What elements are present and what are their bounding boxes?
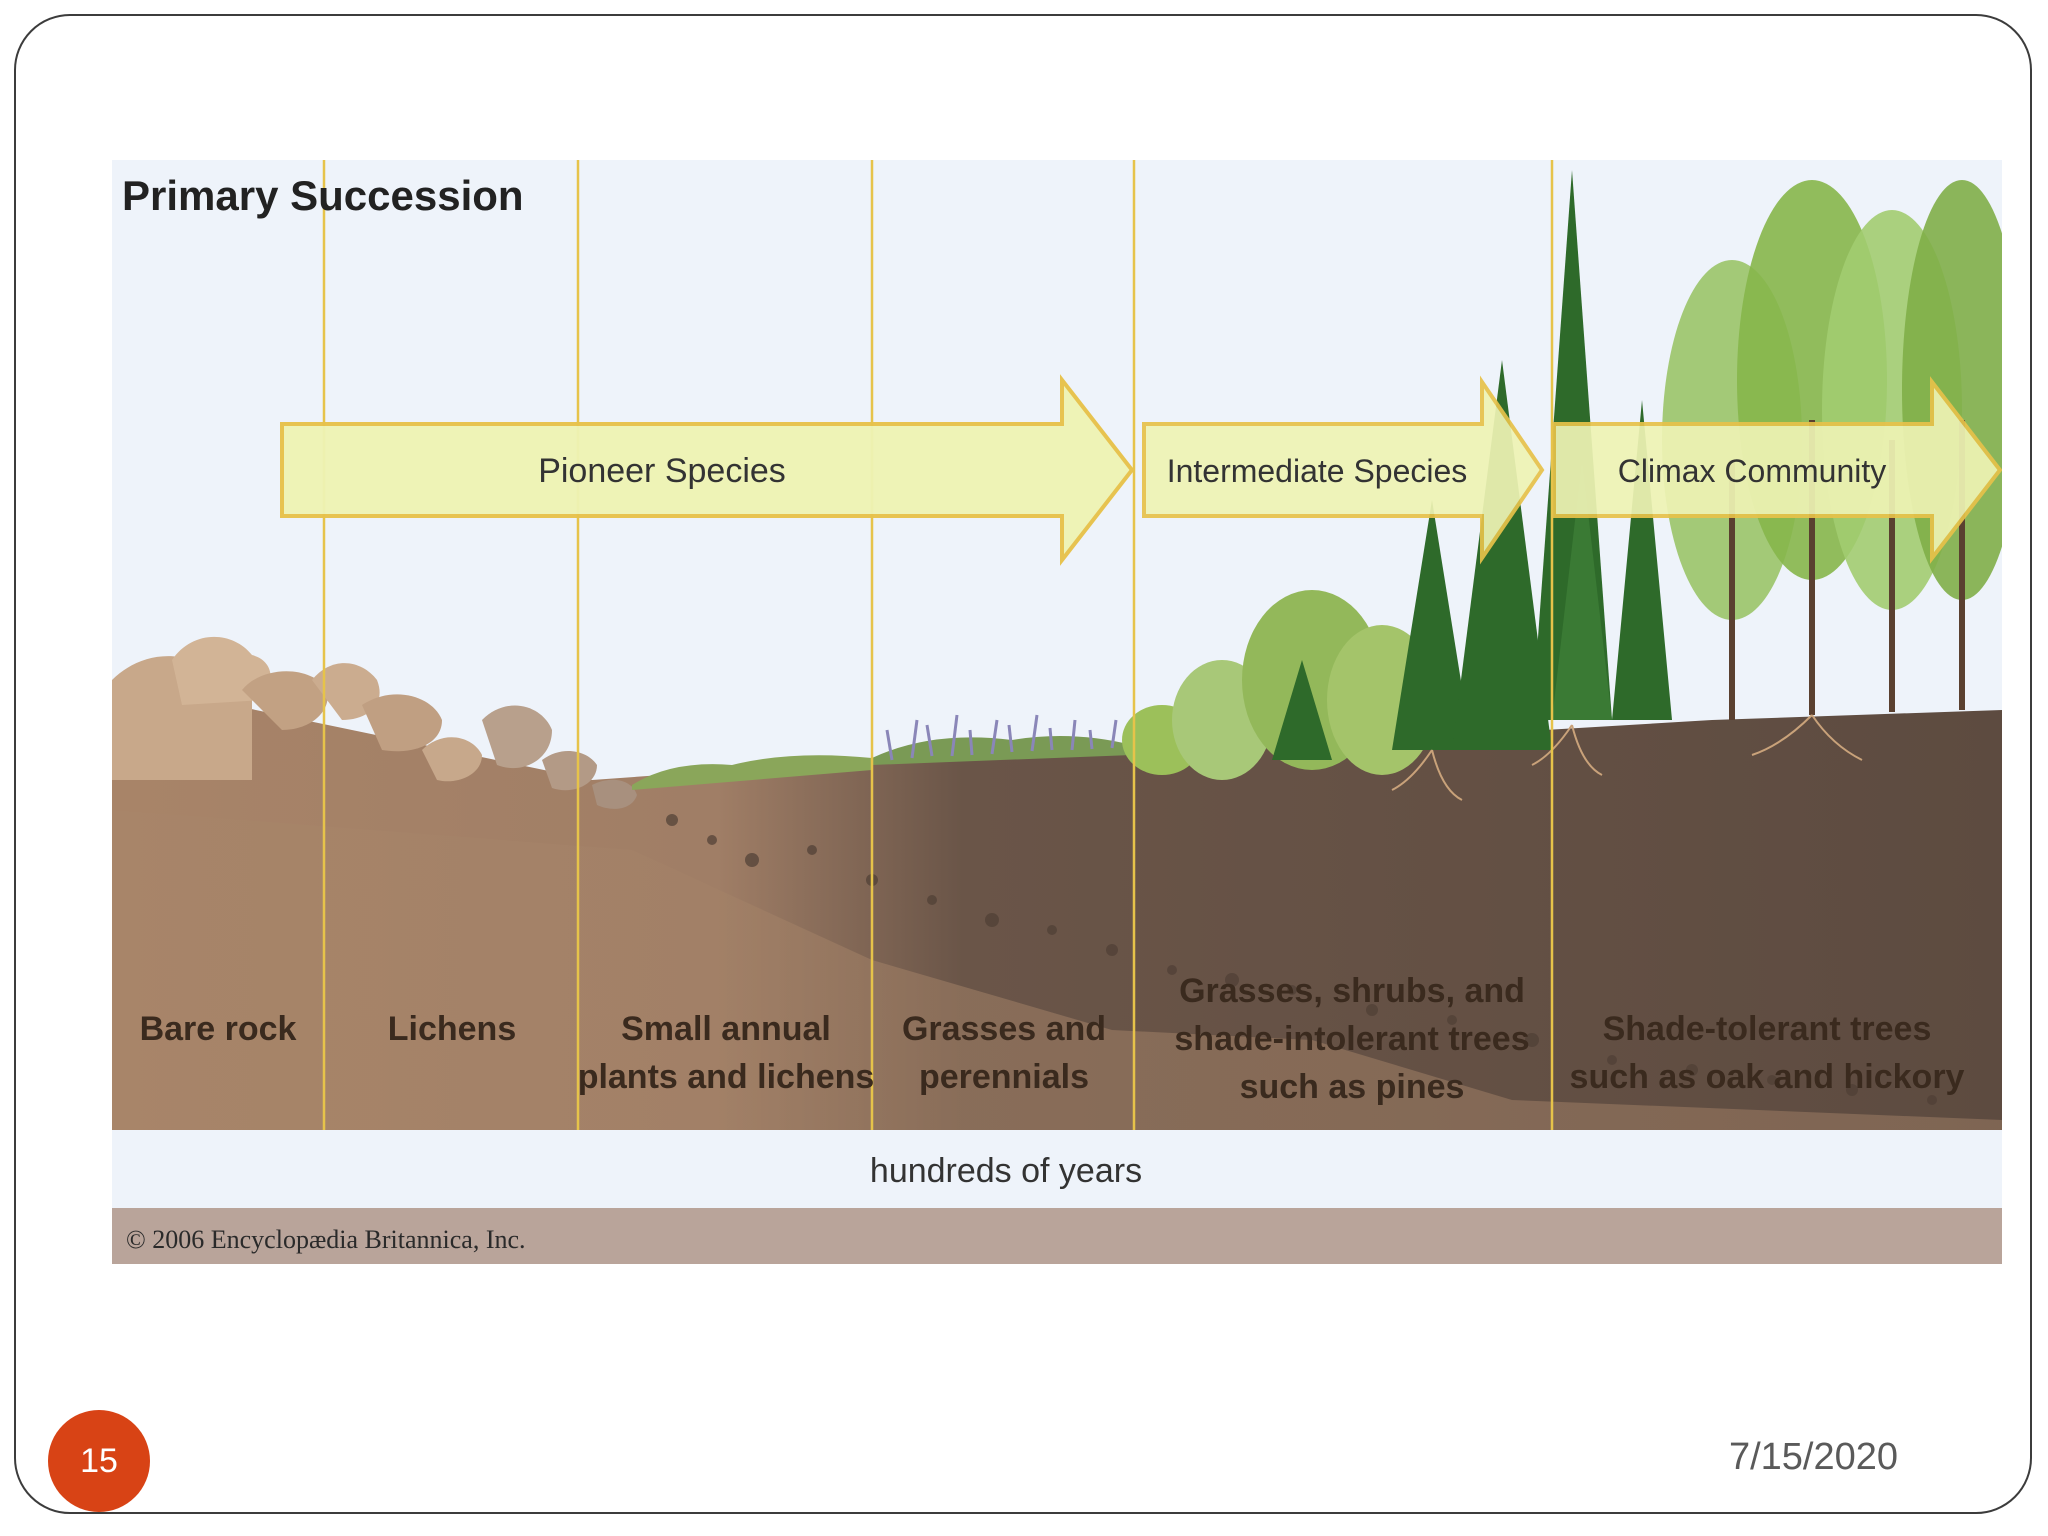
- stage-label-grasses-1: Grasses and: [902, 1010, 1106, 1048]
- stage-label-small-annual-2: plants and lichens: [578, 1058, 875, 1096]
- timeline-label: hundreds of years: [870, 1152, 1142, 1190]
- perennial-grasses: [885, 714, 1118, 761]
- slide-number-badge: 15: [48, 1410, 150, 1512]
- arrow-pioneer: Pioneer Species: [280, 374, 1135, 566]
- diagram-title: Primary Succession: [122, 172, 524, 219]
- rock-group: [112, 636, 637, 809]
- stage-label-shrubs-1: Grasses, shrubs, and: [1179, 972, 1525, 1010]
- slide-date: 7/15/2020: [1728, 1436, 1898, 1478]
- stage-label-shade-tolerant-1: Shade-tolerant trees: [1603, 1010, 1932, 1048]
- succession-figure: Primary Succession Pioneer Species Inter…: [112, 160, 2002, 1264]
- arrow-intermediate: Intermediate Species: [1142, 375, 1545, 565]
- arrow-label-climax: Climax Community: [1618, 453, 1886, 489]
- copyright-text: © 2006 Encyclopædia Britannica, Inc.: [126, 1225, 526, 1254]
- arrow-label-intermediate: Intermediate Species: [1167, 453, 1468, 489]
- tree-roots: [1391, 714, 1863, 801]
- stage-label-small-annual-1: Small annual: [621, 1010, 831, 1048]
- stage-labels: Bare rock Lichens Small annual plants an…: [140, 972, 1965, 1106]
- succession-diagram: Primary Succession Pioneer Species Inter…: [112, 160, 2002, 1264]
- stage-label-shrubs-2: shade-intolerant trees: [1174, 1020, 1529, 1058]
- stage-label-grasses-2: perennials: [919, 1058, 1089, 1096]
- arrow-label-pioneer: Pioneer Species: [538, 452, 786, 490]
- timeline-band: [112, 1130, 2002, 1208]
- stage-dividers: [322, 160, 1554, 1130]
- small-plants: [632, 736, 1132, 790]
- stage-label-bare-rock: Bare rock: [140, 1010, 297, 1048]
- soil-speckles: [666, 814, 1937, 1105]
- stage-label-lichens: Lichens: [388, 1010, 516, 1048]
- subsoil-layer: [112, 810, 2002, 1130]
- stage-label-shade-tolerant-2: such as oak and hickory: [1570, 1058, 1965, 1096]
- slide: Primary Succession Pioneer Species Inter…: [14, 14, 2032, 1514]
- stage-label-shrubs-3: such as pines: [1240, 1068, 1465, 1106]
- arrow-climax: Climax Community: [1552, 376, 2002, 564]
- copyright-band: [112, 1208, 2002, 1264]
